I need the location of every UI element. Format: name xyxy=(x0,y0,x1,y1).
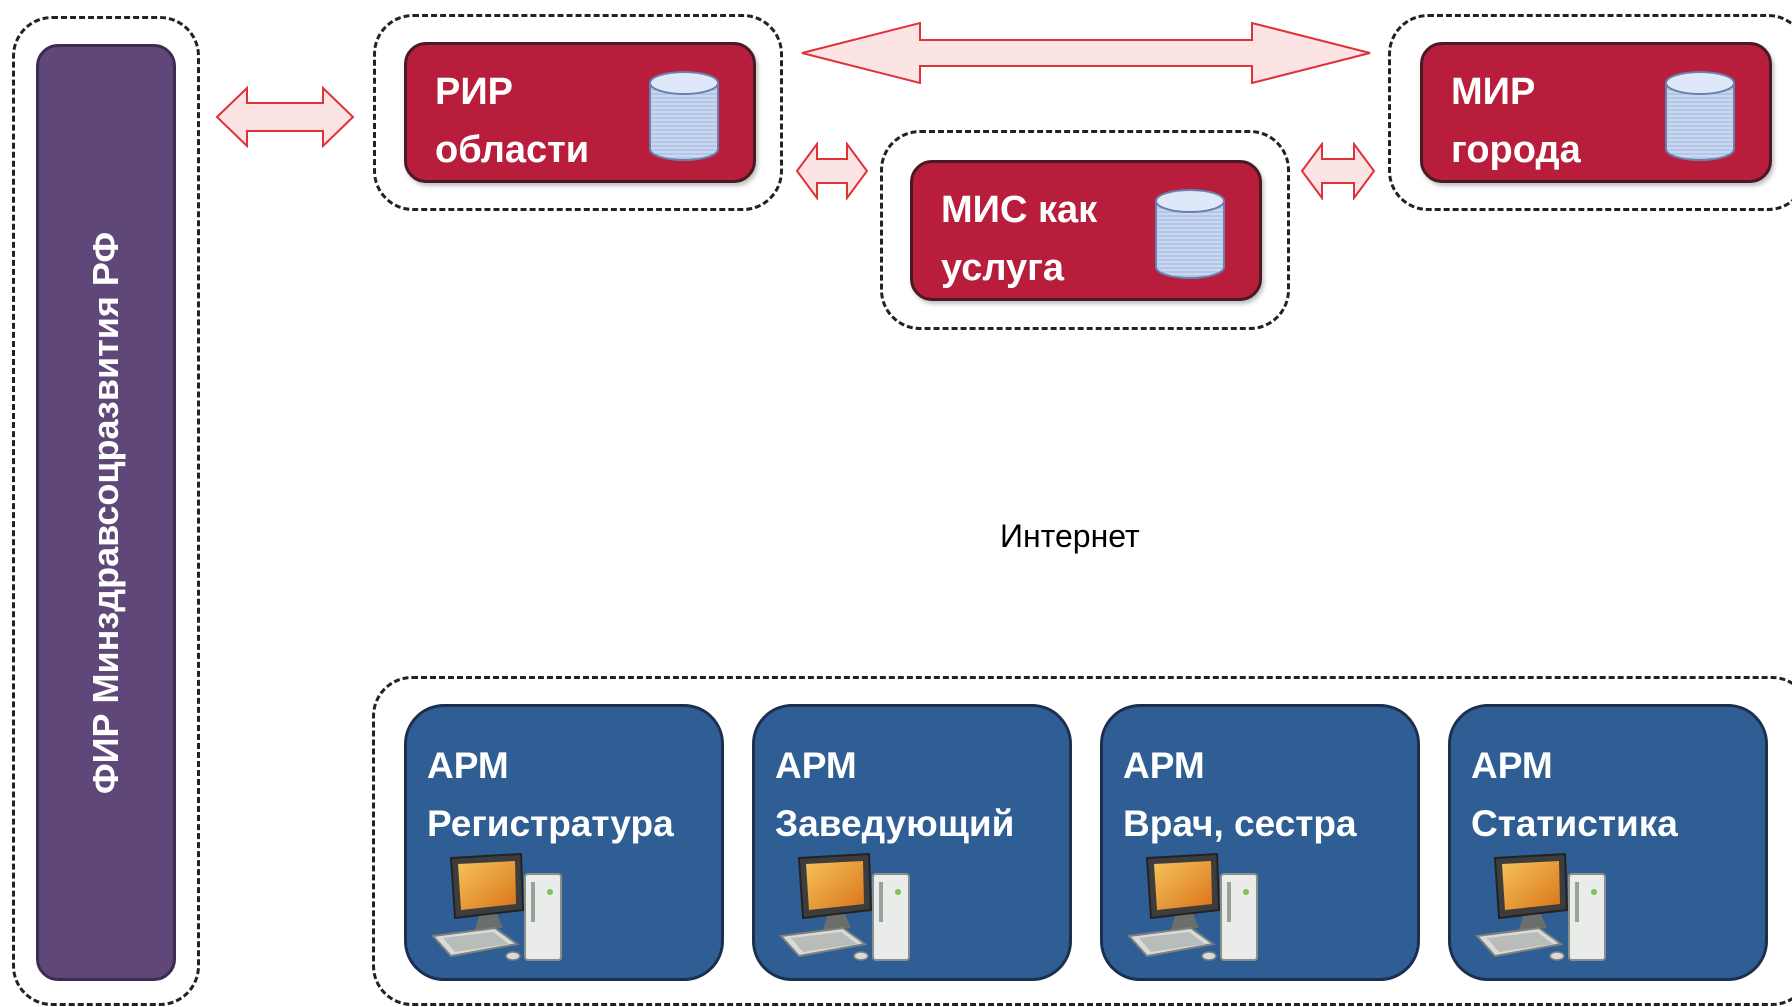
arm-role: Заведующий xyxy=(775,803,1015,844)
rir-line1: РИР xyxy=(435,71,514,113)
computer-workstation-icon xyxy=(778,852,910,961)
fir-label: ФИР Минздравсоцразвития РФ xyxy=(85,231,126,794)
mis-line1: МИС как xyxy=(941,189,1098,231)
mis-container xyxy=(880,130,1290,330)
arm-title: АРМ xyxy=(427,745,509,786)
mis-line2: услуга xyxy=(941,247,1065,289)
computer-workstation-icon xyxy=(430,852,562,961)
arm-role: Врач, сестра xyxy=(1123,803,1357,844)
fir-container xyxy=(12,16,200,1006)
database-icon xyxy=(1665,71,1735,161)
arm-container xyxy=(372,676,1792,1006)
arm-role: Регистратура xyxy=(427,803,674,844)
arm-box: АРМ Статистика xyxy=(1448,704,1768,981)
mir-line1: МИР xyxy=(1451,71,1536,113)
arm-box: АРМ Регистратура xyxy=(404,704,724,981)
double-arrow-icon xyxy=(795,142,869,200)
double-arrow-icon xyxy=(1300,142,1376,200)
mir-container xyxy=(1388,14,1792,211)
rir-line2: области xyxy=(435,129,590,171)
network-label: Интернет xyxy=(1000,518,1140,554)
arm-title: АРМ xyxy=(775,745,857,786)
double-arrow-icon xyxy=(801,21,1371,85)
mis-box: МИС как услуга xyxy=(910,160,1262,301)
mir-line2: города xyxy=(1451,129,1581,171)
database-icon xyxy=(649,71,719,161)
computer-workstation-icon xyxy=(1126,852,1258,961)
arm-title: АРМ xyxy=(1471,745,1553,786)
database-icon xyxy=(1155,189,1225,279)
arm-box: АРМ Врач, сестра xyxy=(1100,704,1420,981)
arm-role: Статистика xyxy=(1471,803,1678,844)
fir-panel: ФИР Минздравсоцразвития РФ xyxy=(36,44,176,981)
arm-box: АРМ Заведующий xyxy=(752,704,1072,981)
rir-box: РИР области xyxy=(404,42,756,183)
arm-title: АРМ xyxy=(1123,745,1205,786)
rir-container xyxy=(373,14,783,211)
computer-workstation-icon xyxy=(1474,852,1606,961)
double-arrow-icon xyxy=(215,86,355,148)
mir-box: МИР города xyxy=(1420,42,1772,183)
